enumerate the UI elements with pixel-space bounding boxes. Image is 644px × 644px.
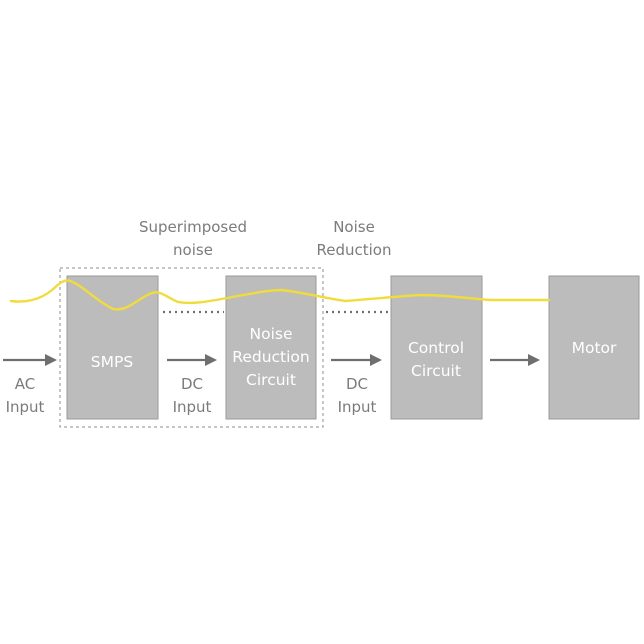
control-circuit-box bbox=[390, 275, 483, 420]
noise-reduction-label-line-1: Noise bbox=[333, 218, 375, 236]
dc-input-arrow-2 bbox=[331, 354, 382, 366]
smps-box bbox=[66, 275, 159, 420]
noise-reduction-label-line-2: Reduction bbox=[317, 241, 392, 259]
motor-label: Motor bbox=[572, 339, 617, 357]
dc-input-label-1-line-1: DC bbox=[181, 375, 203, 393]
superimposed-noise-label-line-2: noise bbox=[173, 241, 213, 259]
dc-input-label-2-line-2: Input bbox=[338, 398, 377, 416]
ac-input-label: AC Input bbox=[6, 375, 45, 416]
dc-input-arrow-1 bbox=[167, 354, 217, 366]
ac-input-label-line-1: AC bbox=[15, 375, 35, 393]
noise-reduction-circuit-label-line-1: Noise bbox=[250, 325, 293, 343]
dc-input-label-1-line-2: Input bbox=[173, 398, 212, 416]
ac-input-label-line-2: Input bbox=[6, 398, 45, 416]
dc-input-label-2-line-1: DC bbox=[346, 375, 368, 393]
motor-drive-arrow bbox=[490, 354, 540, 366]
smps-label-line-1: SMPS bbox=[91, 353, 133, 371]
control-circuit-label-line-1: Control bbox=[408, 339, 464, 357]
noise-reduction-circuit-label-line-2: Reduction bbox=[232, 348, 310, 366]
noise-reduction-circuit-label-line-3: Circuit bbox=[246, 371, 296, 389]
noise-region-dashed-outline bbox=[59, 267, 324, 428]
superimposed-noise-label-line-1: Superimposed bbox=[139, 218, 247, 236]
noise-reduction-circuit-box bbox=[225, 275, 317, 420]
noise-signal-waveform bbox=[9, 279, 551, 311]
superimposed-noise-label: Superimposed noise bbox=[139, 218, 247, 259]
smps-block: SMPS bbox=[66, 275, 159, 420]
smps-label: SMPS bbox=[91, 353, 133, 371]
motor-box bbox=[548, 275, 640, 420]
dc-input-label-1: DC Input bbox=[173, 375, 212, 416]
motor-block: Motor bbox=[548, 275, 640, 420]
motor-label-line-1: Motor bbox=[572, 339, 617, 357]
dc-input-label-2: DC Input bbox=[338, 375, 377, 416]
control-circuit-label-line-2: Circuit bbox=[411, 362, 461, 380]
ac-input-arrow bbox=[3, 354, 57, 366]
